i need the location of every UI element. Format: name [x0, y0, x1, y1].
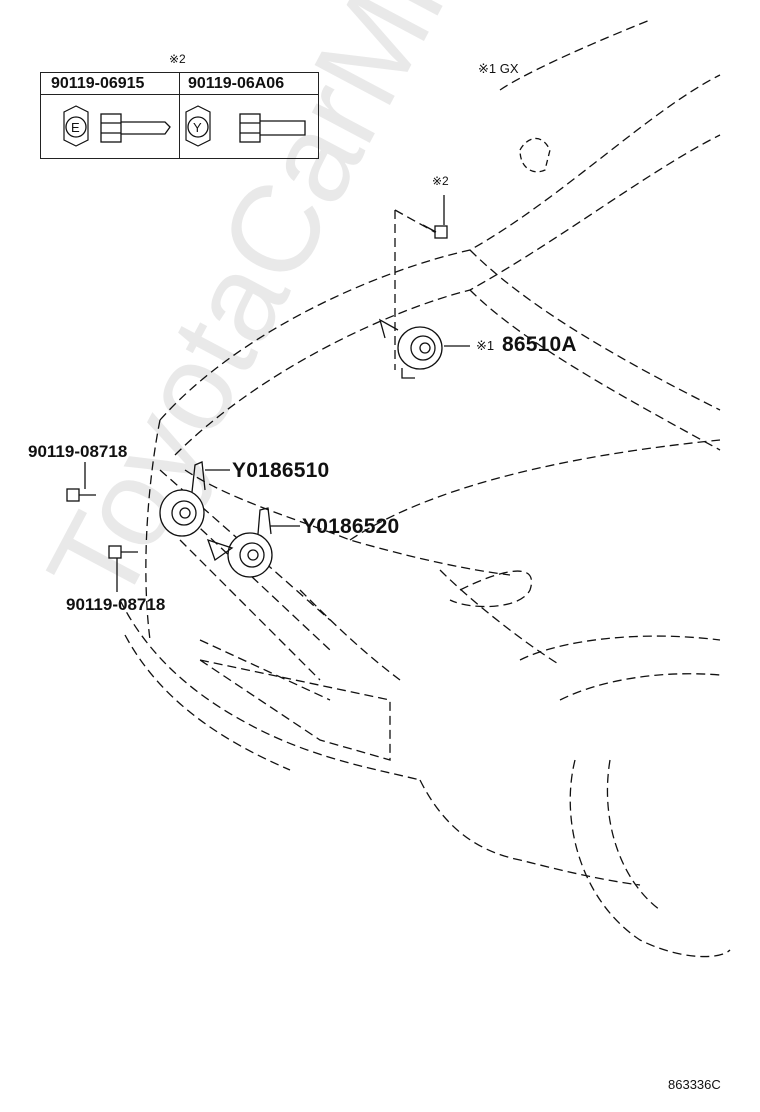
- bolt-upper-label: 90119-08718: [28, 442, 128, 461]
- bolt-lower-graphic: [108, 545, 138, 559]
- legend-part-no-2: 90119-06A06: [188, 75, 285, 92]
- legend-part-no-1: 90119-06915: [51, 75, 145, 92]
- horn-low-graphic: [206, 507, 273, 578]
- bolt-top-graphic: [422, 224, 448, 239]
- horn-high-label: Y0186510: [232, 459, 330, 482]
- legend-marker-y: Y: [193, 120, 202, 135]
- horn-86510a-graphic: [378, 318, 443, 379]
- legend-group-mark: ※2: [169, 52, 186, 66]
- horn-86510a-label: 86510A: [502, 333, 577, 356]
- legend-table: 90119-06915 90119-06A06: [40, 72, 319, 159]
- horn-86510a-mark: ※1: [476, 338, 495, 353]
- bolt-top-mark: ※2: [432, 174, 449, 188]
- horn-high-graphic: [159, 461, 206, 537]
- note-gx: ※1 GX: [478, 61, 519, 76]
- bolt-upper-graphic: [66, 488, 96, 502]
- legend-divider: [179, 73, 180, 158]
- hood-outline: [119, 19, 731, 958]
- legend-marker-e: E: [71, 120, 80, 135]
- legend-icons: [63, 105, 306, 147]
- bolt-lower-label: 90119-08718: [66, 595, 166, 614]
- diagram-id: 863336C: [668, 1077, 721, 1092]
- horn-low-label: Y0186520: [302, 515, 400, 538]
